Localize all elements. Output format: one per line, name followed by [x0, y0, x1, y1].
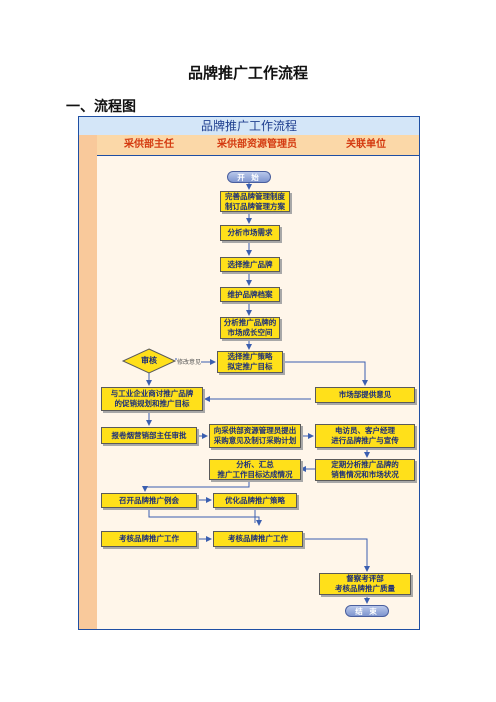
step-submit-approval: 报卷烟营销部主任审批 [101, 427, 197, 444]
step-select-brand: 选择推广品牌 [220, 257, 280, 272]
step-market-dept-opinion: 市场部提供意见 [315, 387, 415, 403]
step-select-strategy: 选择推广策略 拟定推广目标 [217, 351, 283, 373]
decision-label: 审核 [141, 356, 157, 365]
flow-connectors [121, 183, 370, 604]
lane-header-related-units: 关联单位 [313, 135, 419, 156]
edge-m2-d3 [142, 479, 250, 492]
edge-m4-r4 [303, 538, 370, 572]
decision-diamond [121, 348, 177, 374]
step-summarize-progress: 分析、汇总 推广工作目标达成情况 [209, 459, 301, 480]
step-periodic-sales-analysis: 定期分析推广品牌的 销售情况和市场状况 [315, 459, 415, 481]
end-node: 结 束 [345, 605, 389, 617]
step-analyze-market-demand: 分析市场需求 [220, 225, 280, 241]
step-procurement-plan: 向采供部资源管理员提出 采购意见及制订采购计划 [209, 424, 301, 448]
edge-s6-r1 [284, 361, 368, 386]
step-negotiate-with-enterprise: 与工业企业商讨推广品牌 的促销规划和推广目标 [101, 387, 203, 411]
step-supervision-evaluation: 督察考评部 考核品牌推广质量 [319, 573, 411, 595]
flowchart-frame: 品牌推广工作流程 采供部主任 采供部资源管理员 关联单位 [78, 116, 420, 630]
start-node: 开 始 [227, 171, 271, 183]
edge-label-revision: 修改意见 [177, 357, 202, 366]
document-title: 品牌推广工作流程 [187, 64, 308, 82]
edge-d3-d4 [148, 509, 262, 526]
step-analyze-growth-space: 分析推广品牌的 市场成长空间 [220, 317, 280, 339]
step-optimize-strategy: 优化品牌推广策略 [213, 493, 297, 508]
step-complete-brand-system: 完善品牌管理制度 制订品牌管理方案 [220, 191, 290, 212]
step-hold-promotion-meeting: 召开品牌推广例会 [101, 493, 197, 508]
step-evaluate-promotion-admin: 考核品牌推广工作 [213, 531, 303, 547]
section-heading: 一、流程图 [66, 99, 136, 115]
step-promotion-publicity: 电访员、客户经理 进行品牌推广与宣传 [315, 424, 415, 448]
step-evaluate-promotion-director: 考核品牌推广工作 [101, 531, 197, 547]
step-maintain-brand-file: 维护品牌档案 [220, 287, 280, 302]
